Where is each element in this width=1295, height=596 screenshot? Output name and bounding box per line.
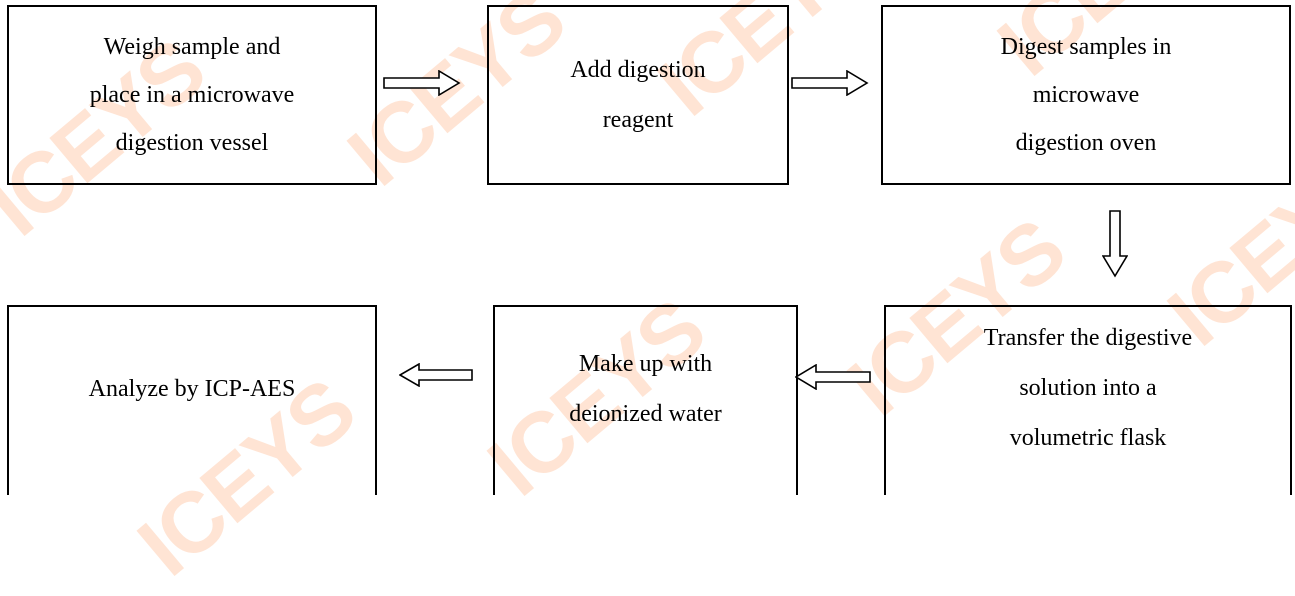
arrow-left-icon	[399, 363, 473, 387]
node-text: volumetric flask	[1009, 425, 1167, 451]
node-transfer-solution: Transfer the digestive solution into a v…	[884, 305, 1292, 495]
node-text: Digest samples in	[1000, 34, 1172, 60]
node-text: microwave	[1032, 82, 1140, 108]
node-make-up: Make up with deionized water	[493, 305, 798, 495]
arrow-right-icon	[791, 70, 869, 96]
node-text: deionized water	[569, 401, 722, 427]
node-text: Weigh sample and	[103, 34, 281, 60]
node-digest-samples: Digest samples in microwave digestion ov…	[881, 5, 1291, 185]
node-text: digestion oven	[1015, 130, 1157, 156]
arrow-down-icon	[1102, 210, 1128, 278]
node-text: Analyze by ICP-AES	[88, 376, 296, 402]
node-text: Transfer the digestive	[983, 325, 1193, 351]
node-text: reagent	[602, 107, 674, 133]
arrow-right-icon	[383, 70, 461, 96]
node-add-reagent: Add digestion reagent	[487, 5, 789, 185]
arrow-left-icon	[795, 364, 871, 390]
node-text: digestion vessel	[115, 130, 269, 156]
node-text: Make up with	[578, 351, 713, 377]
node-text: Add digestion	[570, 57, 706, 83]
node-analyze: Analyze by ICP-AES	[7, 305, 377, 495]
node-text: solution into a	[1019, 375, 1157, 401]
node-weigh-sample: Weigh sample and place in a microwave di…	[7, 5, 377, 185]
node-text: place in a microwave	[89, 82, 295, 108]
